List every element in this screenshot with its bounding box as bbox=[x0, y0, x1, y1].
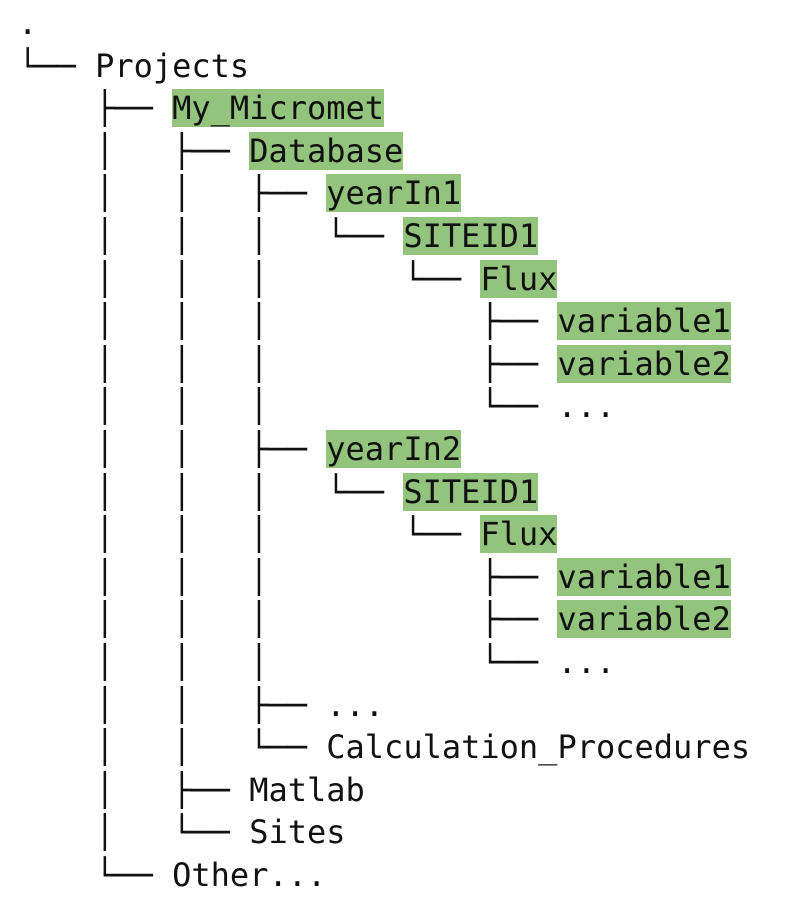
tree-connector: └── bbox=[18, 856, 173, 894]
highlighted-node-label: variable2 bbox=[557, 344, 731, 383]
tree-connector: │ │ │ └── bbox=[18, 259, 481, 298]
tree-connector: │ │ ├── bbox=[18, 174, 327, 213]
node-label: Calculation_Procedures bbox=[326, 728, 751, 767]
node-label: Other... bbox=[172, 856, 327, 894]
tree-connector: │ │ ├── bbox=[18, 430, 327, 468]
tree-line: │ │ │ ├── variable2 bbox=[18, 598, 731, 641]
tree-connector: │ │ │ └── bbox=[18, 217, 404, 255]
highlighted-node-label: yearIn1 bbox=[326, 174, 462, 213]
tree-connector: │ │ │ ├── bbox=[18, 302, 558, 341]
tree-line: │ └── Sites bbox=[18, 811, 346, 854]
tree-line: │ │ │ └── Flux bbox=[18, 258, 558, 301]
tree-line: │ │ │ └── SITEID1 bbox=[18, 215, 539, 258]
tree-connector: │ │ │ ├── bbox=[18, 557, 558, 596]
tree-line: │ │ ├── ... bbox=[18, 684, 384, 727]
node-label: ... bbox=[557, 387, 616, 426]
highlighted-node-label: My_Micromet bbox=[172, 89, 385, 128]
highlighted-node-label: Flux bbox=[480, 515, 558, 554]
highlighted-node-label: Flux bbox=[480, 259, 558, 298]
tree-line: │ │ │ └── Flux bbox=[18, 513, 558, 556]
node-label: . bbox=[18, 4, 38, 42]
tree-connector: │ └── bbox=[18, 813, 250, 852]
highlighted-node-label: SITEID1 bbox=[403, 472, 539, 511]
tree-line: │ │ │ ├── variable1 bbox=[18, 556, 731, 599]
highlighted-node-label: SITEID1 bbox=[403, 217, 539, 255]
tree-connector: └── bbox=[18, 46, 96, 85]
tree-line: . bbox=[18, 2, 37, 45]
tree-line: │ │ │ └── SITEID1 bbox=[18, 471, 539, 514]
tree-line: │ │ │ ├── variable2 bbox=[18, 343, 731, 386]
tree-line: │ ├── Database bbox=[18, 130, 404, 173]
tree-connector: ├── bbox=[18, 89, 173, 128]
node-label: ... bbox=[557, 643, 616, 681]
tree-connector: │ │ │ ├── bbox=[18, 600, 558, 639]
tree-line: │ │ ├── yearIn1 bbox=[18, 172, 462, 215]
tree-connector: │ ├── bbox=[18, 131, 250, 170]
highlighted-node-label: variable1 bbox=[557, 557, 731, 596]
tree-connector: │ │ └── bbox=[18, 728, 327, 767]
tree-line: └── Other... bbox=[18, 854, 326, 897]
highlighted-node-label: variable1 bbox=[557, 302, 731, 341]
tree-connector: │ ├── bbox=[18, 770, 250, 809]
tree-line: │ │ │ └── ... bbox=[18, 385, 615, 428]
tree-connector: │ │ │ ├── bbox=[18, 344, 558, 383]
tree-line: │ │ │ ├── variable1 bbox=[18, 300, 731, 343]
highlighted-node-label: yearIn2 bbox=[326, 430, 462, 468]
node-label: Matlab bbox=[249, 770, 365, 809]
node-label: Sites bbox=[249, 813, 346, 852]
tree-line: └── Projects bbox=[18, 45, 249, 88]
tree-connector: │ │ │ └── bbox=[18, 387, 558, 426]
tree-connector: │ │ │ └── bbox=[18, 472, 404, 511]
tree-connector: │ │ │ └── bbox=[18, 643, 558, 681]
tree-connector: │ │ │ └── bbox=[18, 515, 481, 554]
highlighted-node-label: Database bbox=[249, 131, 404, 170]
tree-line: │ │ │ └── ... bbox=[18, 641, 615, 684]
node-label: Projects bbox=[95, 46, 250, 85]
tree-line: ├── My_Micromet bbox=[18, 87, 385, 130]
tree-line: │ │ └── Calculation_Procedures bbox=[18, 726, 750, 769]
highlighted-node-label: variable2 bbox=[557, 600, 731, 639]
tree-connector: │ │ ├── bbox=[18, 685, 327, 724]
tree-line: │ ├── Matlab bbox=[18, 769, 365, 812]
tree-line: │ │ ├── yearIn2 bbox=[18, 428, 462, 471]
node-label: ... bbox=[326, 685, 385, 724]
